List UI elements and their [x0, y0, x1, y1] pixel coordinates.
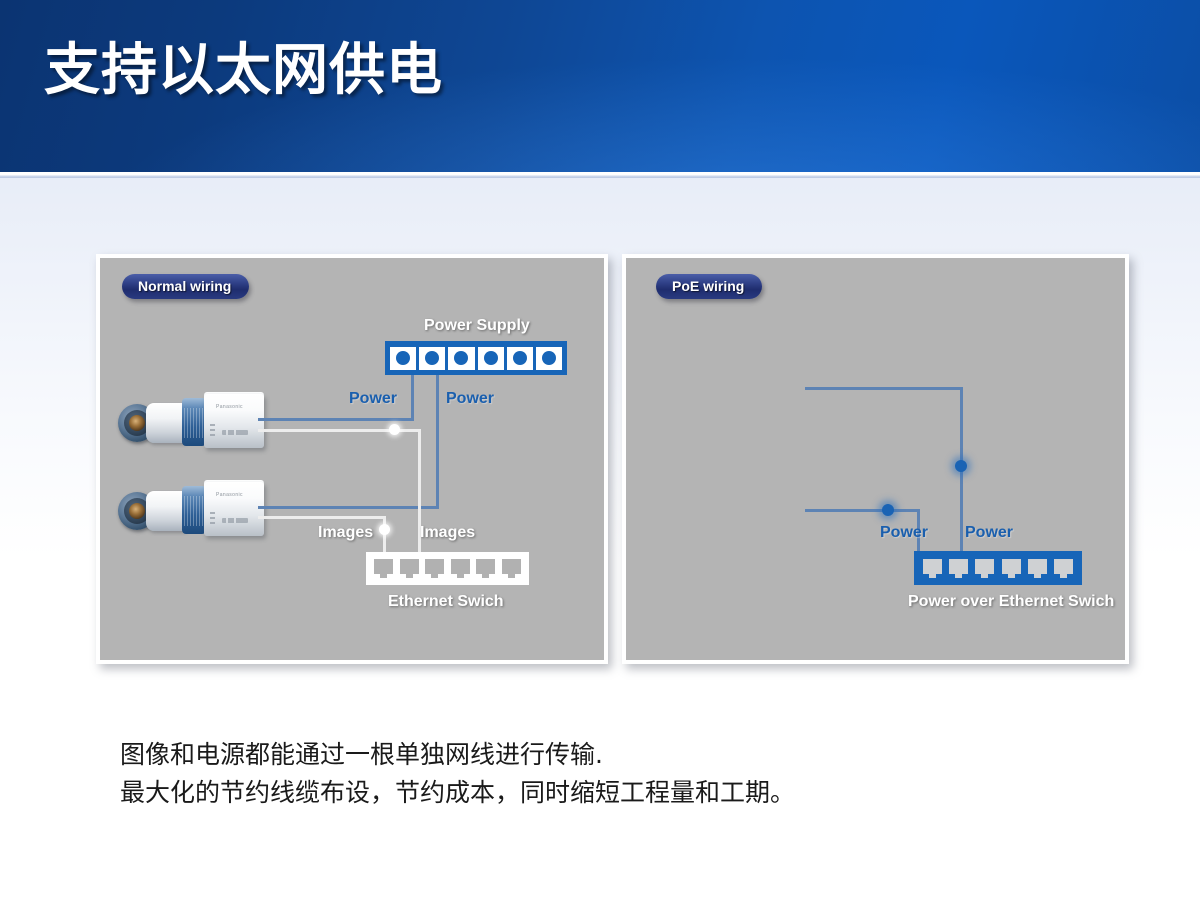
power-supply-device [385, 341, 567, 375]
label-poe-power-right: Power [965, 524, 1014, 541]
rj45-port-icon [1054, 558, 1074, 578]
camera-barrel [146, 403, 188, 443]
slide-header-banner: 支持以太网供电 [0, 0, 1200, 172]
camera-device: Panasonic [118, 478, 264, 540]
camera-brand-text: Panasonic [216, 404, 243, 410]
wire-junction-dot-poe [955, 460, 967, 472]
rj45-port-icon [975, 558, 995, 578]
power-supply-port [419, 346, 446, 370]
power-supply-port [477, 346, 504, 370]
camera-body-vents [210, 512, 215, 524]
wire-poe-lower-vertical [917, 509, 920, 554]
diagram-panel-normal-wiring: Normal wiring [96, 254, 608, 664]
ethernet-switch-label: Ethernet Swich [388, 593, 504, 610]
ethernet-switch-device [366, 552, 529, 585]
rj45-port-icon [922, 558, 942, 578]
wire-junction-dot-poe [882, 504, 894, 516]
camera-body-vents [210, 424, 215, 436]
camera-lens-glass [129, 503, 145, 519]
camera-collar-ribs [184, 408, 204, 438]
wire-power-cam2-vertical [436, 375, 439, 509]
camera-device: Panasonic [118, 390, 264, 452]
body-line-2: 最大化的节约线缆布设，节约成本，同时缩短工程量和工期。 [120, 778, 796, 807]
camera-brand-text: Panasonic [216, 492, 243, 498]
wire-poe-lower-horizontal [805, 509, 920, 512]
rj45-port-icon [476, 559, 496, 578]
camera-lens-glass [129, 415, 145, 431]
badge-poe-wiring: PoE wiring [656, 274, 763, 299]
rj45-port-icon [450, 559, 470, 578]
rj45-port-icon [399, 559, 419, 578]
badge-normal-wiring: Normal wiring [122, 274, 250, 299]
body-line-1: 图像和电源都能通过一根单独网线进行传输. [120, 740, 603, 769]
rj45-port-icon [501, 559, 521, 578]
rj45-port-icon [425, 559, 445, 578]
camera-blue-collar [182, 398, 206, 446]
power-supply-port [535, 346, 563, 370]
body-description: 图像和电源都能通过一根单独网线进行传输. 最大化的节约线缆布设，节约成本，同时缩… [120, 736, 1080, 812]
rj45-port-icon [948, 558, 968, 578]
wire-junction-dot [389, 424, 400, 435]
power-outlet-icon [541, 351, 556, 365]
wire-poe-upper-horizontal [805, 387, 963, 390]
camera-blue-collar [182, 486, 206, 534]
wire-power-cam1-vertical [411, 375, 414, 420]
wire-images-cam2-vertical [383, 516, 386, 556]
power-outlet-icon [396, 351, 411, 365]
label-power-left: Power [349, 390, 398, 407]
diagram-panel-poe-wiring: PoE wiring [622, 254, 1129, 664]
power-supply-port [448, 346, 475, 370]
poe-switch-device [914, 551, 1082, 585]
power-outlet-icon [512, 351, 527, 365]
page-title: 支持以太网供电 [44, 38, 443, 101]
label-images-right: Images [420, 524, 476, 541]
label-poe-power-left: Power [880, 524, 929, 541]
rj45-port-icon [1001, 558, 1021, 578]
header-divider [0, 172, 1200, 178]
label-power-right: Power [446, 390, 495, 407]
camera-body-marking [222, 518, 248, 523]
wire-images-cam1-vertical [418, 429, 421, 555]
poe-switch-label: Power over Ethernet Swich [908, 593, 1115, 610]
camera-body [204, 394, 264, 448]
rj45-port-icon [374, 559, 394, 578]
power-outlet-icon [425, 351, 440, 365]
wire-power-cam1-horizontal [258, 418, 414, 421]
camera-collar-ribs [184, 496, 204, 526]
wire-junction-dot [379, 524, 390, 535]
label-images-left: Images [318, 524, 374, 541]
wire-images-cam2-horizontal [258, 516, 386, 519]
power-supply-label: Power Supply [424, 317, 530, 334]
rj45-port-icon [1027, 558, 1047, 578]
power-supply-port [390, 346, 417, 370]
power-outlet-icon [483, 351, 498, 365]
power-supply-port [506, 346, 533, 370]
wire-power-cam2-horizontal [258, 506, 439, 509]
camera-barrel [146, 491, 188, 531]
wire-images-cam1-horizontal [258, 429, 421, 432]
camera-body-marking [222, 430, 248, 435]
power-outlet-icon [454, 351, 469, 365]
camera-body [204, 482, 264, 536]
